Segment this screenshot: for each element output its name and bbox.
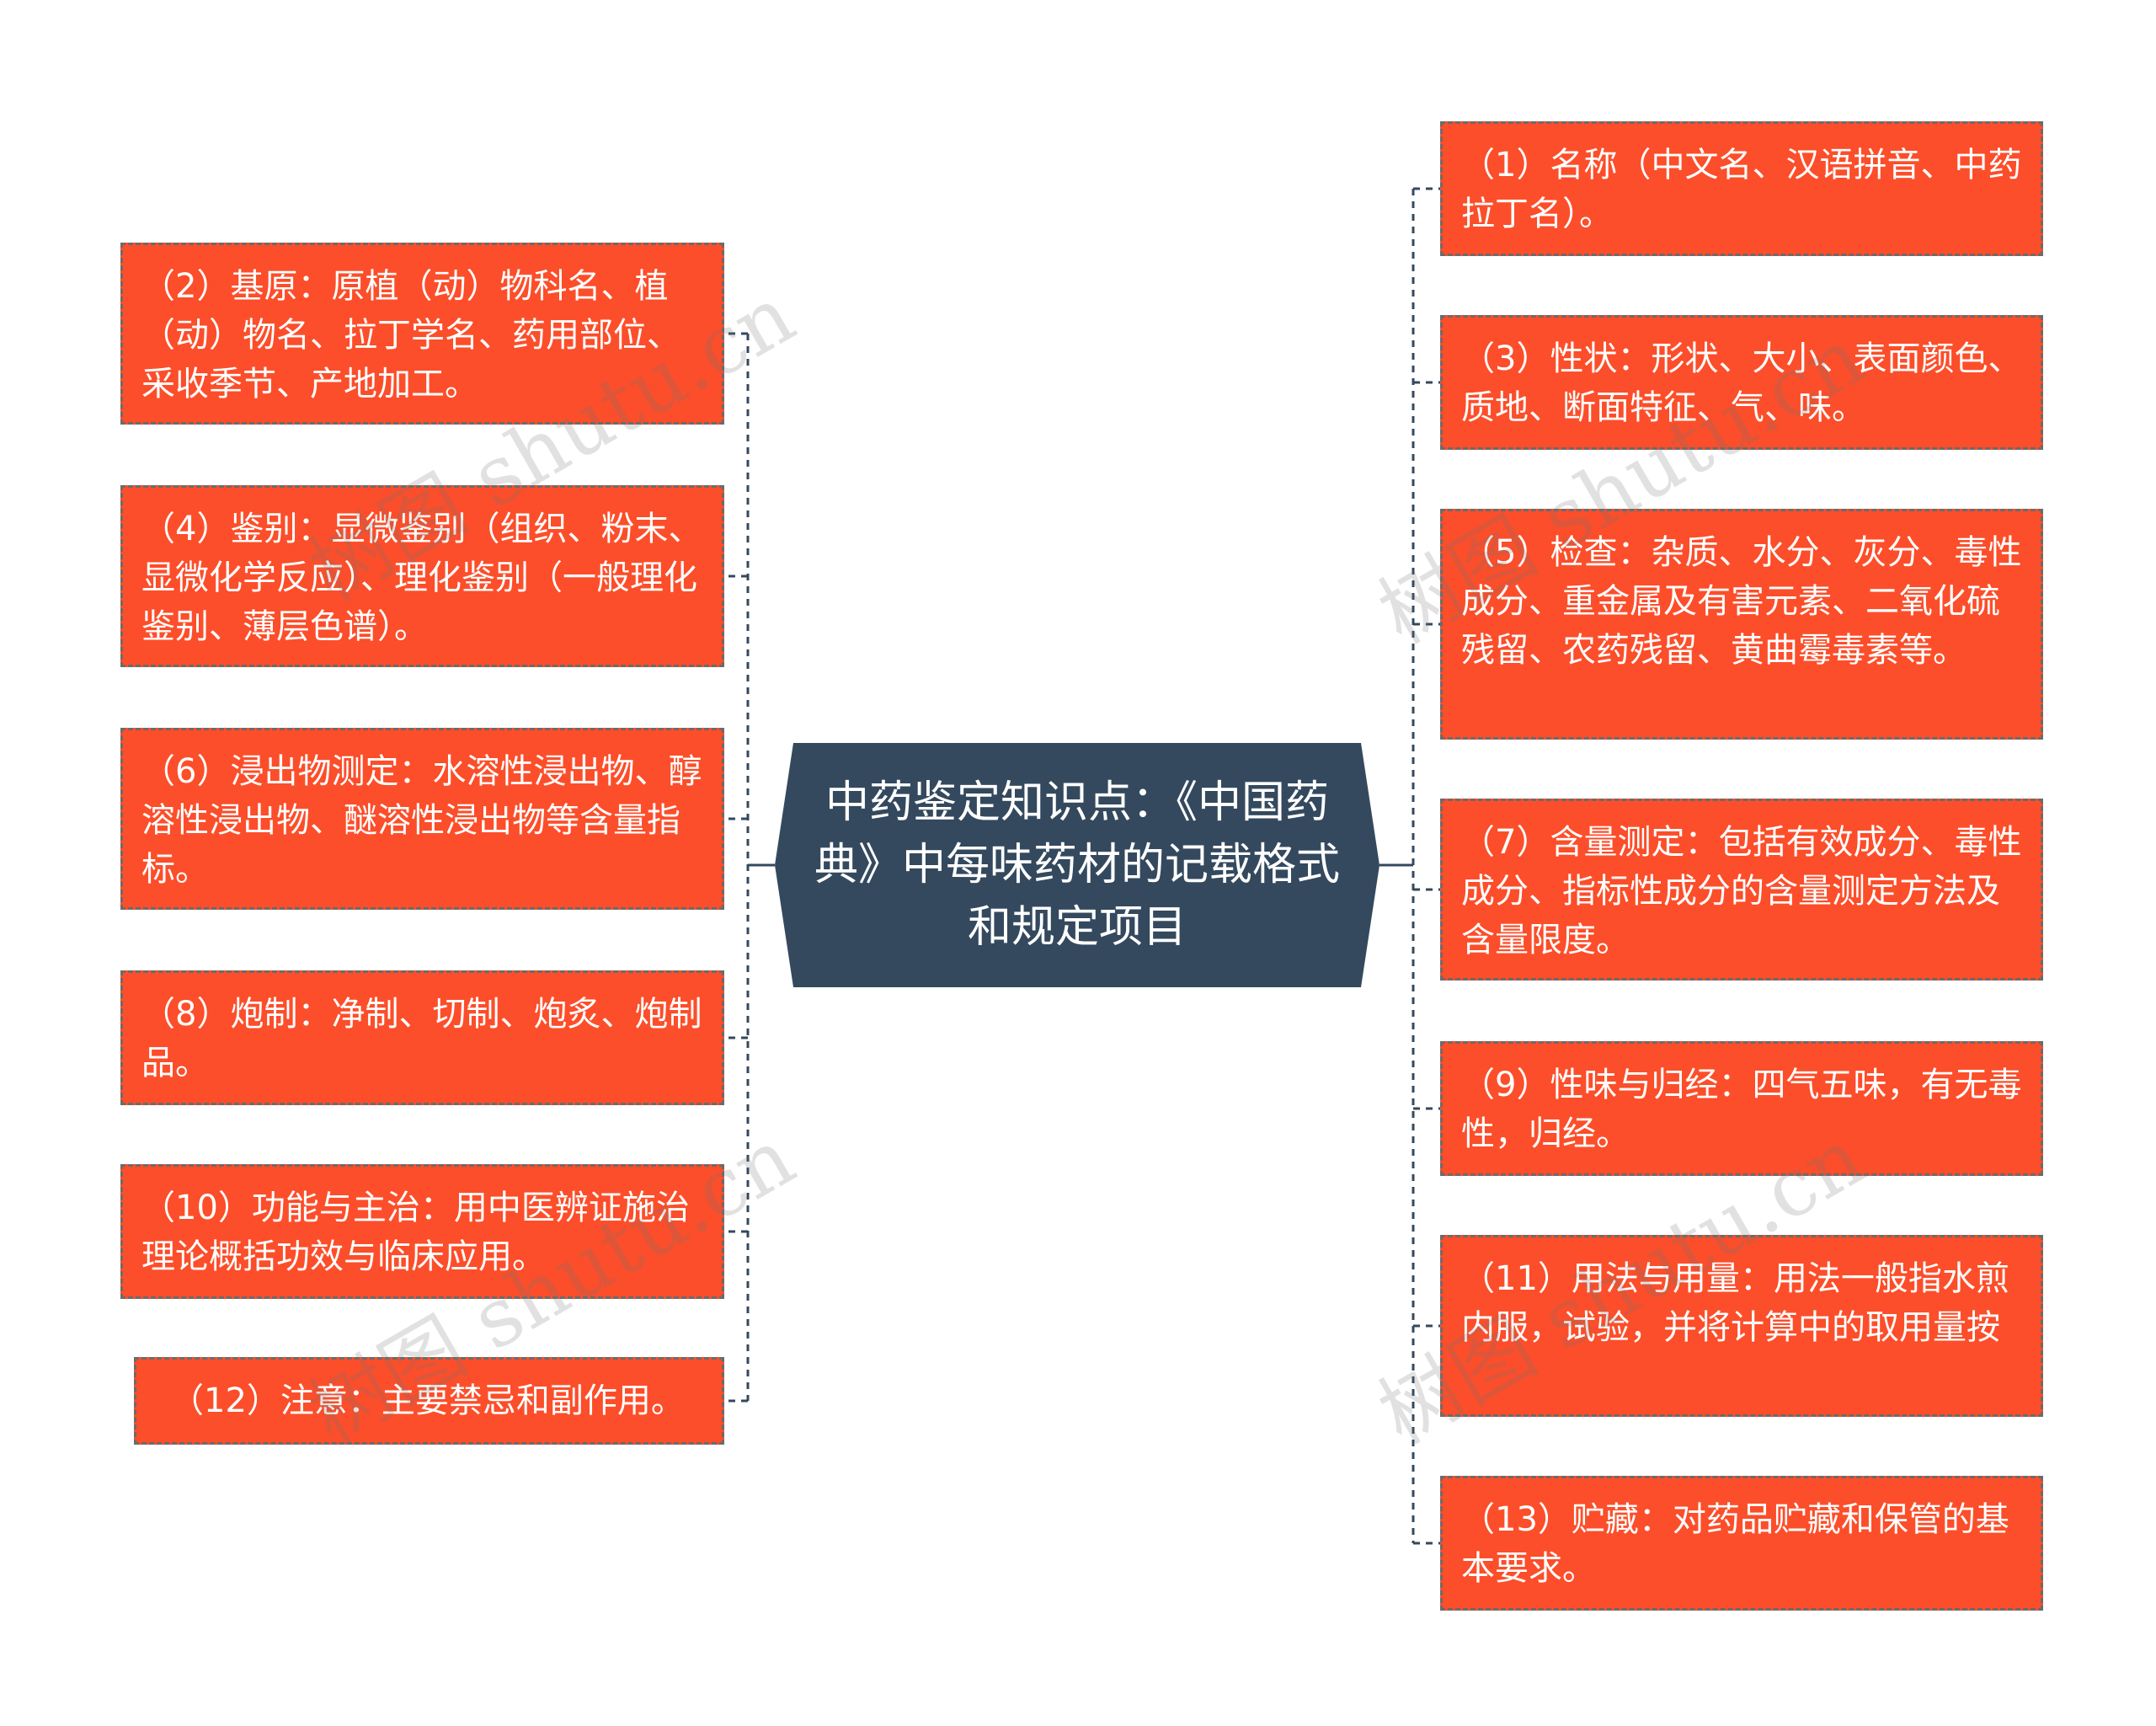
right-node-9-nature[interactable]: （9）性味与归经：四气五味，有无毒性，归经。 <box>1440 1041 2043 1176</box>
left-node-4-identification[interactable]: （4）鉴别：显微鉴别（组织、粉末、显微化学反应）、理化鉴别（一般理化鉴别、薄层色… <box>120 485 724 667</box>
node-text: （5）检查：杂质、水分、灰分、毒性成分、重金属及有害元素、二氧化硫残留、农药残留… <box>1461 533 2022 670</box>
left-node-2-basis[interactable]: （2）基原：原植（动）物科名、植（动）物名、拉丁学名、药用部位、采收季节、产地加… <box>120 243 724 425</box>
node-text: （12）注意：主要禁忌和副作用。 <box>170 1381 685 1420</box>
node-text: （10）功能与主治：用中医辨证施治理论概括功效与临床应用。 <box>141 1189 690 1276</box>
center-topic-shape <box>775 743 1380 987</box>
node-text: （4）鉴别：显微鉴别（组织、粉末、显微化学反应）、理化鉴别（一般理化鉴别、薄层色… <box>141 510 702 646</box>
center-topic-title: 中药鉴定知识点：《中国药典》中每味药材的记载格式和规定项目 <box>814 778 1340 953</box>
left-node-12-caution[interactable]: （12）注意：主要禁忌和副作用。 <box>134 1357 724 1445</box>
node-text: （11）用法与用量：用法一般指水煎内服，试验，并将计算中的取用量按 <box>1461 1259 2009 1347</box>
left-node-6-extract[interactable]: （6）浸出物测定：水溶性浸出物、醇溶性浸出物、醚溶性浸出物等含量指标。 <box>120 728 724 910</box>
center-topic[interactable]: 中药鉴定知识点：《中国药典》中每味药材的记载格式和规定项目 <box>775 743 1380 987</box>
right-node-7-assay[interactable]: （7）含量测定：包括有效成分、毒性成分、指标性成分的含量测定方法及含量限度。 <box>1440 799 2043 981</box>
node-text: （1）名称（中文名、汉语拼音、中药拉丁名）。 <box>1461 146 2022 233</box>
left-node-8-processing[interactable]: （8）炮制：净制、切制、炮炙、炮制品。 <box>120 970 724 1105</box>
left-node-10-function[interactable]: （10）功能与主治：用中医辨证施治理论概括功效与临床应用。 <box>120 1164 724 1299</box>
right-node-3-character[interactable]: （3）性状：形状、大小、表面颜色、质地、断面特征、气、味。 <box>1440 315 2043 450</box>
right-node-11-usage[interactable]: （11）用法与用量：用法一般指水煎内服，试验，并将计算中的取用量按 <box>1440 1235 2043 1417</box>
node-text: （2）基原：原植（动）物科名、植（动）物名、拉丁学名、药用部位、采收季节、产地加… <box>141 267 680 403</box>
right-node-5-inspection[interactable]: （5）检查：杂质、水分、灰分、毒性成分、重金属及有害元素、二氧化硫残留、农药残留… <box>1440 509 2043 740</box>
right-node-13-storage[interactable]: （13）贮藏：对药品贮藏和保管的基本要求。 <box>1440 1476 2043 1611</box>
node-text: （7）含量测定：包括有效成分、毒性成分、指标性成分的含量测定方法及含量限度。 <box>1461 823 2022 959</box>
right-node-1-name[interactable]: （1）名称（中文名、汉语拼音、中药拉丁名）。 <box>1440 121 2043 256</box>
node-text: （8）炮制：净制、切制、炮炙、炮制品。 <box>141 995 702 1082</box>
node-text: （9）性味与归经：四气五味，有无毒性，归经。 <box>1461 1066 2022 1153</box>
node-text: （6）浸出物测定：水溶性浸出物、醇溶性浸出物、醚溶性浸出物等含量指标。 <box>141 752 702 889</box>
node-text: （3）性状：形状、大小、表面颜色、质地、断面特征、气、味。 <box>1461 339 2022 427</box>
node-text: （13）贮藏：对药品贮藏和保管的基本要求。 <box>1461 1500 2009 1588</box>
